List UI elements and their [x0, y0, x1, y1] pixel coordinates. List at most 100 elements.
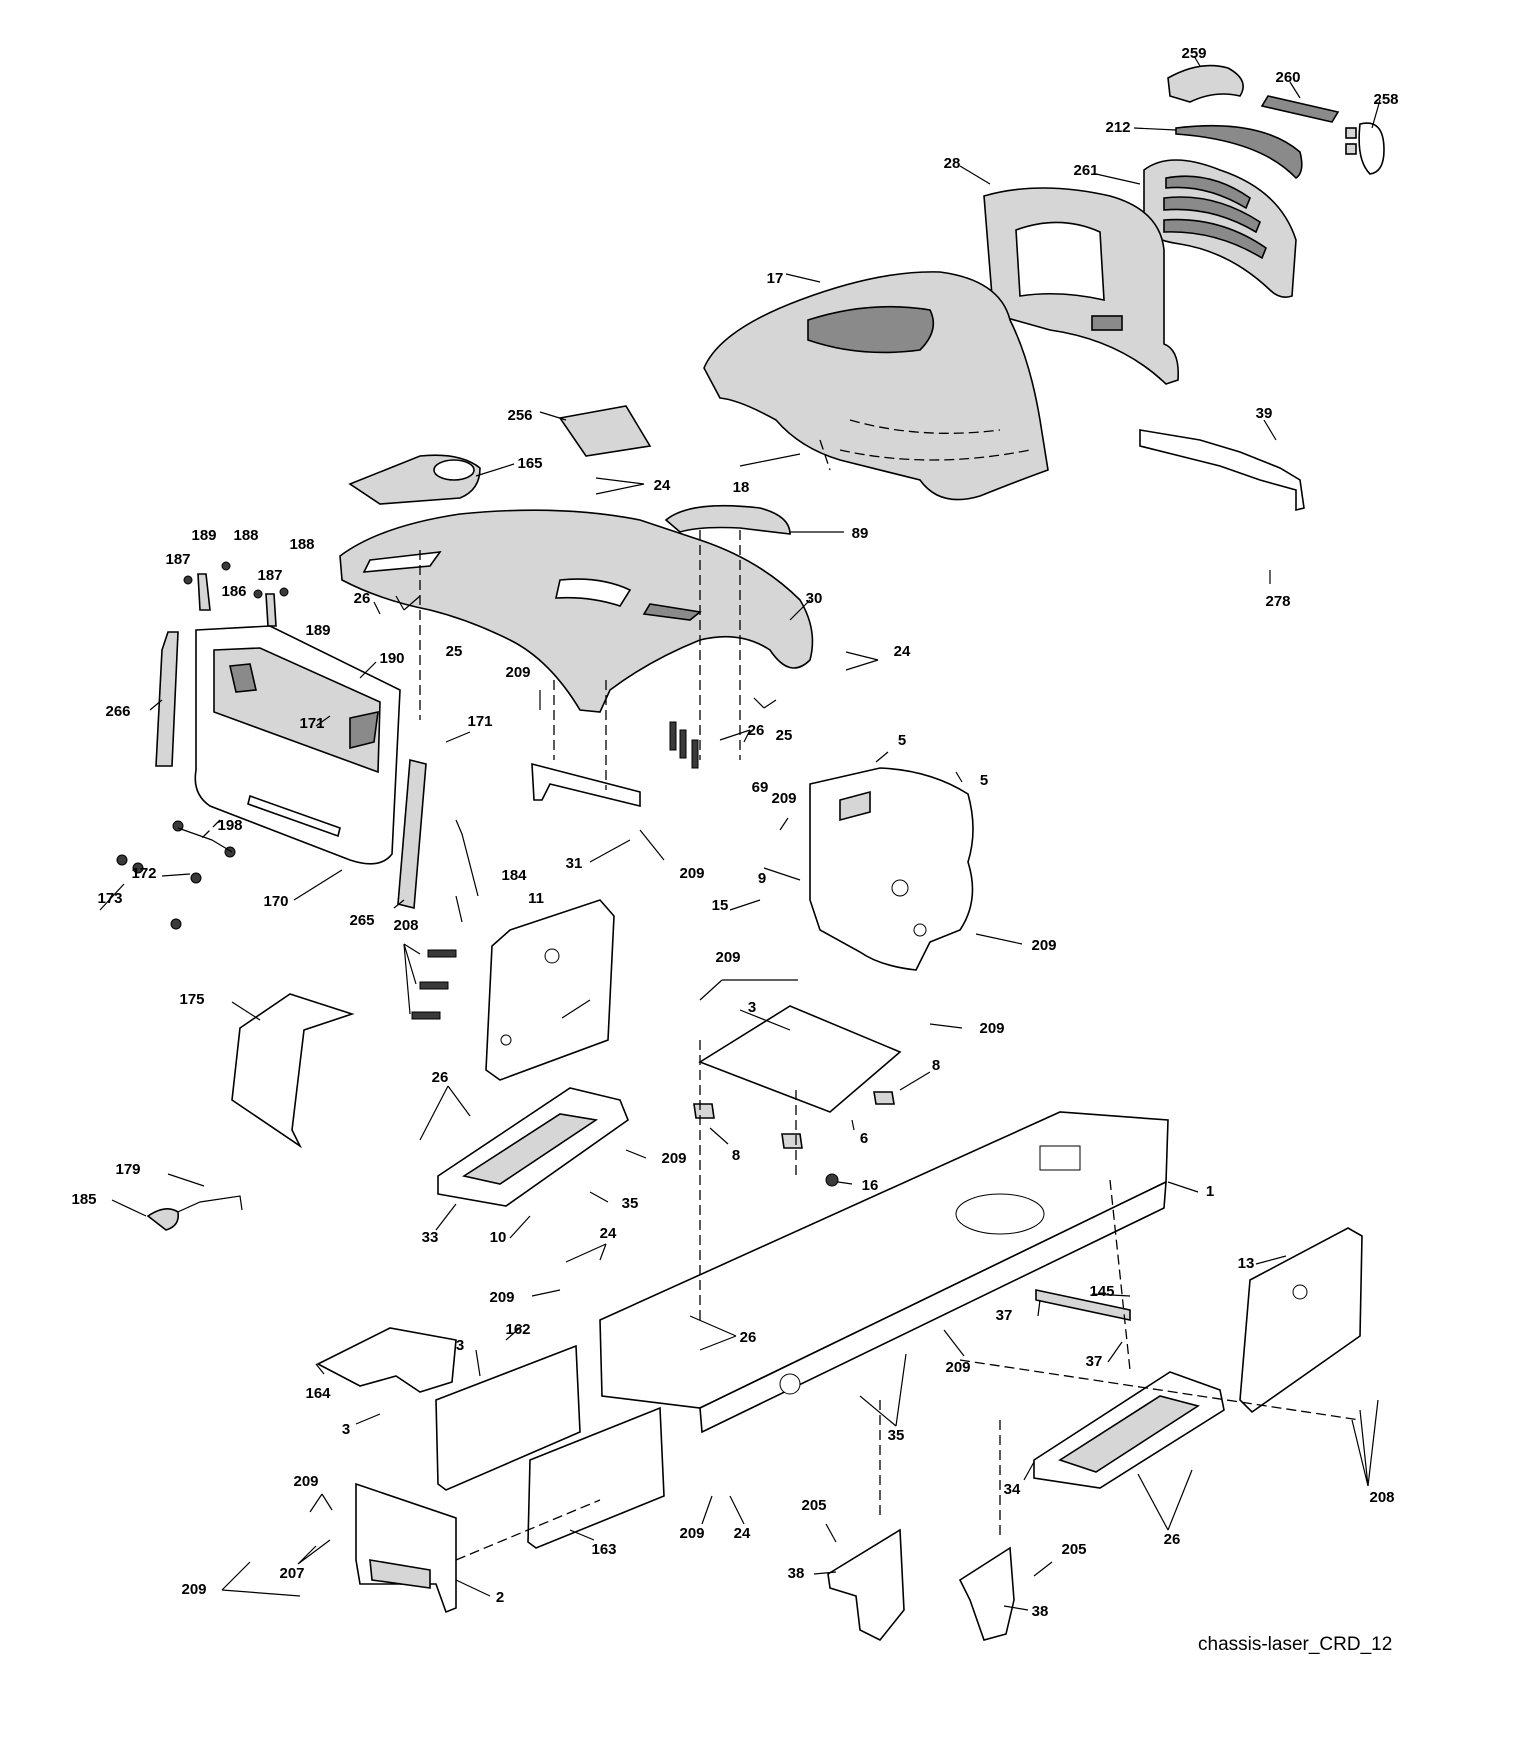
callout-18: 18 [733, 479, 750, 496]
callout-209j: 209 [293, 1473, 318, 1490]
callout-6: 6 [860, 1130, 868, 1147]
part-1-frame [599, 1111, 1169, 1434]
callout-26c: 26 [432, 1069, 449, 1086]
callout-3b: 3 [456, 1337, 464, 1354]
part-13-side-plate [1239, 1227, 1363, 1414]
callout-209e: 209 [715, 949, 740, 966]
callout-39: 39 [1256, 405, 1273, 422]
part-165-tray [348, 454, 481, 505]
callout-209k: 209 [679, 1525, 704, 1542]
callout-1: 1 [1206, 1183, 1214, 1200]
callout-278: 278 [1265, 593, 1290, 610]
part-186-hardware [183, 561, 289, 627]
part-259-grille-top [1167, 64, 1244, 103]
part-175-shield [231, 993, 355, 1149]
callout-209c: 209 [771, 790, 796, 807]
callout-186: 186 [221, 583, 246, 600]
callout-33: 33 [422, 1229, 439, 1246]
part-208-bolts-left [411, 949, 457, 1020]
part-185-handle [146, 1208, 180, 1231]
callout-89: 89 [852, 525, 869, 542]
callout-209f: 209 [979, 1020, 1004, 1037]
part-198-nuts [116, 820, 236, 930]
callout-3a: 3 [748, 999, 756, 1016]
diagram-caption: chassis-laser_CRD_12 [1198, 1634, 1392, 1655]
callout-209a: 209 [505, 664, 530, 681]
callout-188b: 188 [289, 536, 314, 553]
callout-26e: 26 [1164, 1531, 1181, 1548]
part-179-rod [159, 1195, 243, 1221]
callout-labels: 259 260 258 212 28 261 17 18 39 278 256 … [71, 45, 1398, 1620]
callout-179: 179 [115, 1161, 140, 1178]
part-17-hood [703, 271, 1049, 501]
part-11-side-panel [485, 899, 615, 1081]
callout-37b: 37 [1086, 1353, 1103, 1370]
callout-266: 266 [105, 703, 130, 720]
callout-26d: 26 [740, 1329, 757, 1346]
part-89-cover [664, 504, 791, 535]
callout-165: 165 [517, 455, 542, 472]
part-69-bolts [669, 721, 699, 769]
callout-184: 184 [501, 867, 527, 884]
callout-5a: 5 [898, 732, 906, 749]
callout-209b: 209 [679, 865, 704, 882]
callout-34: 34 [1004, 1481, 1021, 1498]
callout-9: 9 [758, 870, 766, 887]
callout-172: 172 [131, 865, 156, 882]
callout-207: 207 [279, 1565, 304, 1582]
callout-25b: 25 [776, 727, 793, 744]
callout-190: 190 [379, 650, 404, 667]
callout-16: 16 [862, 1177, 879, 1194]
part-256-cover [558, 405, 652, 457]
callout-265: 265 [349, 912, 374, 929]
callout-37a: 37 [996, 1307, 1013, 1324]
part-6-plate [698, 1005, 902, 1113]
part-266-rail [155, 631, 179, 767]
callout-212: 212 [1105, 119, 1130, 136]
callout-8a: 8 [932, 1057, 940, 1074]
callout-8b: 8 [732, 1147, 740, 1164]
callout-35a: 35 [622, 1195, 639, 1212]
callout-28: 28 [944, 155, 961, 172]
callout-10: 10 [490, 1229, 507, 1246]
callout-185: 185 [71, 1191, 96, 1208]
callout-24b: 24 [894, 643, 911, 660]
callout-24c: 24 [600, 1225, 617, 1242]
part-170-dash-panel [194, 625, 401, 865]
callout-35b: 35 [888, 1427, 905, 1444]
callout-187a: 187 [165, 551, 190, 568]
callout-163: 163 [591, 1541, 616, 1558]
callout-205a: 205 [801, 1497, 826, 1514]
part-260-insert [1260, 95, 1340, 123]
part-163-panel [527, 1406, 665, 1549]
callout-175: 175 [179, 991, 204, 1008]
part-33-footrest [437, 1087, 629, 1207]
alignment-lines [199, 439, 1361, 1561]
callout-69: 69 [752, 779, 769, 796]
part-30-fender [339, 509, 814, 713]
part-28-hood-front [983, 187, 1180, 385]
part-261-grille [1143, 159, 1297, 298]
callout-258: 258 [1373, 91, 1398, 108]
callout-198: 198 [217, 817, 242, 834]
callout-145: 145 [1089, 1283, 1114, 1300]
callout-205b: 205 [1061, 1541, 1086, 1558]
callout-209i: 209 [945, 1359, 970, 1376]
callout-24d: 24 [734, 1525, 751, 1542]
callout-26a: 26 [354, 590, 371, 607]
callout-2: 2 [496, 1589, 504, 1606]
part-162-panel [435, 1344, 581, 1491]
callout-259: 259 [1181, 45, 1206, 62]
part-34-footrest [1033, 1371, 1225, 1489]
part-38-bracket-left [827, 1528, 905, 1642]
callout-261: 261 [1073, 162, 1098, 179]
part-184-rod [455, 819, 479, 897]
callout-187b: 187 [257, 567, 282, 584]
part-212-strip [1175, 124, 1303, 180]
callout-38b: 38 [1032, 1603, 1049, 1620]
callout-13: 13 [1238, 1255, 1255, 1272]
callout-173: 173 [97, 890, 122, 907]
callout-256: 256 [507, 407, 532, 424]
part-8-clips [693, 1091, 895, 1149]
